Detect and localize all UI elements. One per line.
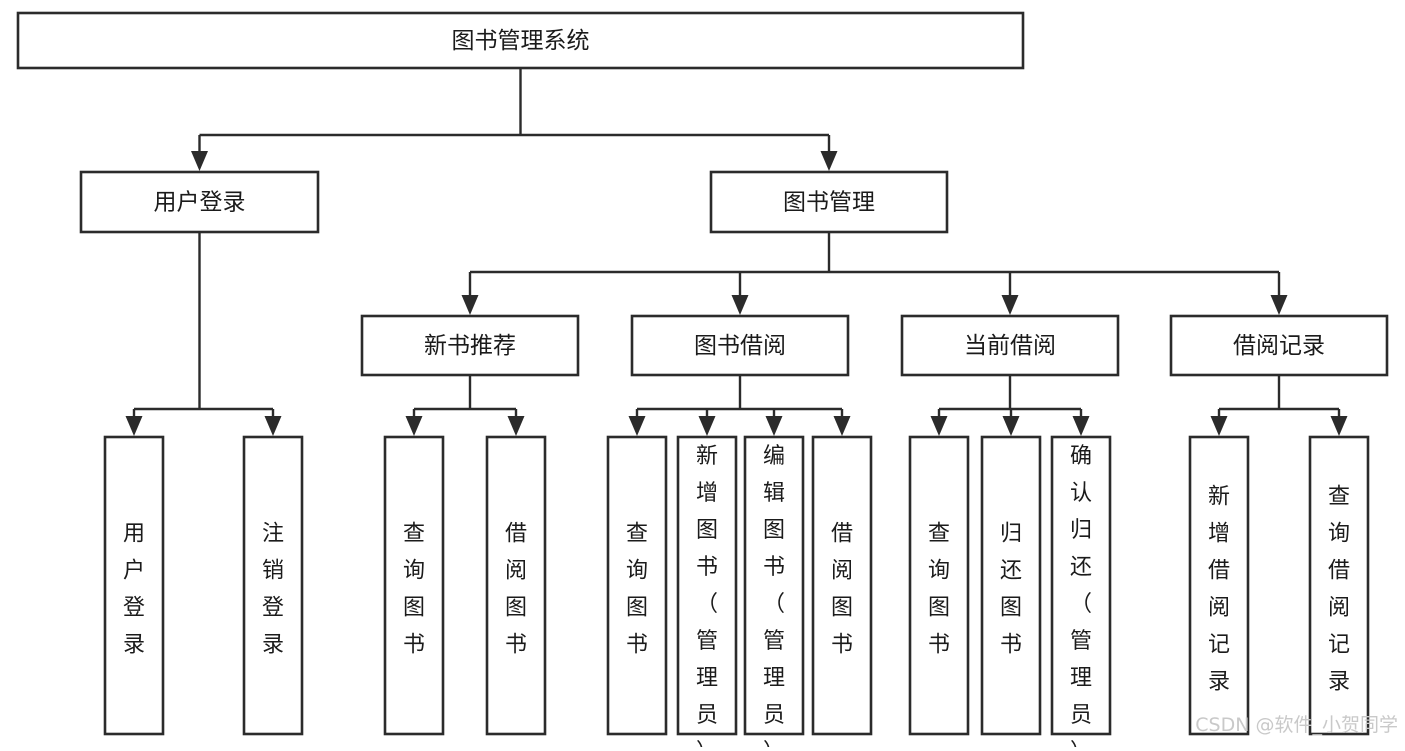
node-l-borrow-book-b[interactable]: 借阅图书 <box>811 435 873 736</box>
arrow-head-icon <box>264 416 282 436</box>
node-box <box>16 11 1025 70</box>
node-n-user-login[interactable]: 用户登录 <box>79 170 320 234</box>
node-label: 用户登录 <box>154 190 246 216</box>
arrow-head-icon <box>1002 416 1020 436</box>
node-label: 借阅图书 <box>505 521 527 657</box>
arrow-head-icon <box>833 416 851 436</box>
node-label: 注销登录 <box>262 521 284 657</box>
node-label: 查询图书 <box>928 521 950 657</box>
arrow-head-icon <box>1072 416 1090 436</box>
node-l-user-login[interactable]: 用户登录 <box>103 435 165 736</box>
node-l-borrow-book-a[interactable]: 借阅图书 <box>485 435 547 736</box>
node-label: 图书管理系统 <box>452 28 590 54</box>
node-box <box>1050 435 1112 736</box>
arrow-head-icon <box>191 151 208 171</box>
node-box <box>79 170 320 234</box>
node-l-return-book[interactable]: 归还图书 <box>980 435 1042 736</box>
nodes-layer: 图书管理系统用户登录图书管理新书推荐图书借阅当前借阅借阅记录用户登录注销登录查询… <box>16 11 1389 751</box>
arrow-head-icon <box>1210 416 1228 436</box>
node-n-records[interactable]: 借阅记录 <box>1169 314 1389 377</box>
node-box <box>606 435 668 736</box>
node-box <box>709 170 949 234</box>
node-box <box>1188 435 1250 736</box>
node-l-query-book-b[interactable]: 查询图书 <box>606 435 668 736</box>
node-box <box>1169 314 1389 377</box>
node-label: 当前借阅 <box>964 333 1056 359</box>
node-l-logout[interactable]: 注销登录 <box>242 435 304 736</box>
node-box <box>908 435 970 736</box>
node-label: 查询图书 <box>403 521 425 657</box>
node-label: 图书借阅 <box>694 333 786 359</box>
arrow-head-icon <box>698 416 716 436</box>
node-label: 查询借阅记录 <box>1328 484 1350 694</box>
node-label: 新增借阅记录 <box>1208 484 1230 694</box>
arrow-head-icon <box>930 416 948 436</box>
node-label: 新增图书（管理员） <box>696 444 718 747</box>
node-root[interactable]: 图书管理系统 <box>16 11 1025 70</box>
node-label: 归还图书 <box>1000 521 1022 657</box>
node-box <box>1308 435 1370 736</box>
node-l-query-book-a[interactable]: 查询图书 <box>383 435 445 736</box>
node-label: 借阅图书 <box>831 521 853 657</box>
node-box <box>900 314 1120 377</box>
node-box <box>103 435 165 736</box>
arrow-head-icon <box>125 416 143 436</box>
node-box <box>485 435 547 736</box>
node-box <box>242 435 304 736</box>
node-label: 查询图书 <box>626 521 648 657</box>
node-box <box>811 435 873 736</box>
arrow-head-icon <box>731 295 749 315</box>
node-box <box>630 314 850 377</box>
node-box <box>676 435 738 736</box>
node-n-book-mgmt[interactable]: 图书管理 <box>709 170 949 234</box>
arrow-head-icon <box>820 151 838 171</box>
edges-layer <box>125 68 1348 436</box>
arrow-head-icon <box>765 416 783 436</box>
node-label: 新书推荐 <box>424 333 516 359</box>
node-n-borrow[interactable]: 图书借阅 <box>630 314 850 377</box>
node-box <box>360 314 580 377</box>
node-box <box>383 435 445 736</box>
arrow-head-icon <box>405 416 423 436</box>
arrow-head-icon <box>628 416 646 436</box>
node-label: 确认归还（管理员） <box>1070 444 1092 747</box>
arrow-head-icon <box>1270 295 1288 315</box>
node-l-query-record[interactable]: 查询借阅记录 <box>1308 435 1370 736</box>
node-l-add-book[interactable]: 新增图书（管理员） <box>676 435 738 751</box>
node-l-query-book-c[interactable]: 查询图书 <box>908 435 970 736</box>
arrow-head-icon <box>507 416 525 436</box>
node-l-add-record[interactable]: 新增借阅记录 <box>1188 435 1250 736</box>
node-n-current[interactable]: 当前借阅 <box>900 314 1120 377</box>
arrow-head-icon <box>1001 295 1019 315</box>
node-n-new-rec[interactable]: 新书推荐 <box>360 314 580 377</box>
node-label: 编辑图书（管理员） <box>763 444 785 747</box>
node-l-edit-book[interactable]: 编辑图书（管理员） <box>743 435 805 751</box>
arrow-head-icon <box>1330 416 1348 436</box>
node-label: 图书管理 <box>783 190 875 216</box>
node-box <box>980 435 1042 736</box>
node-l-confirm-return[interactable]: 确认归还（管理员） <box>1050 435 1112 751</box>
node-box <box>743 435 805 736</box>
node-label: 用户登录 <box>123 521 145 657</box>
csdn-watermark: CSDN @软件_小贺同学 <box>1195 714 1398 736</box>
arrow-head-icon <box>461 295 479 315</box>
node-label: 借阅记录 <box>1233 333 1325 359</box>
